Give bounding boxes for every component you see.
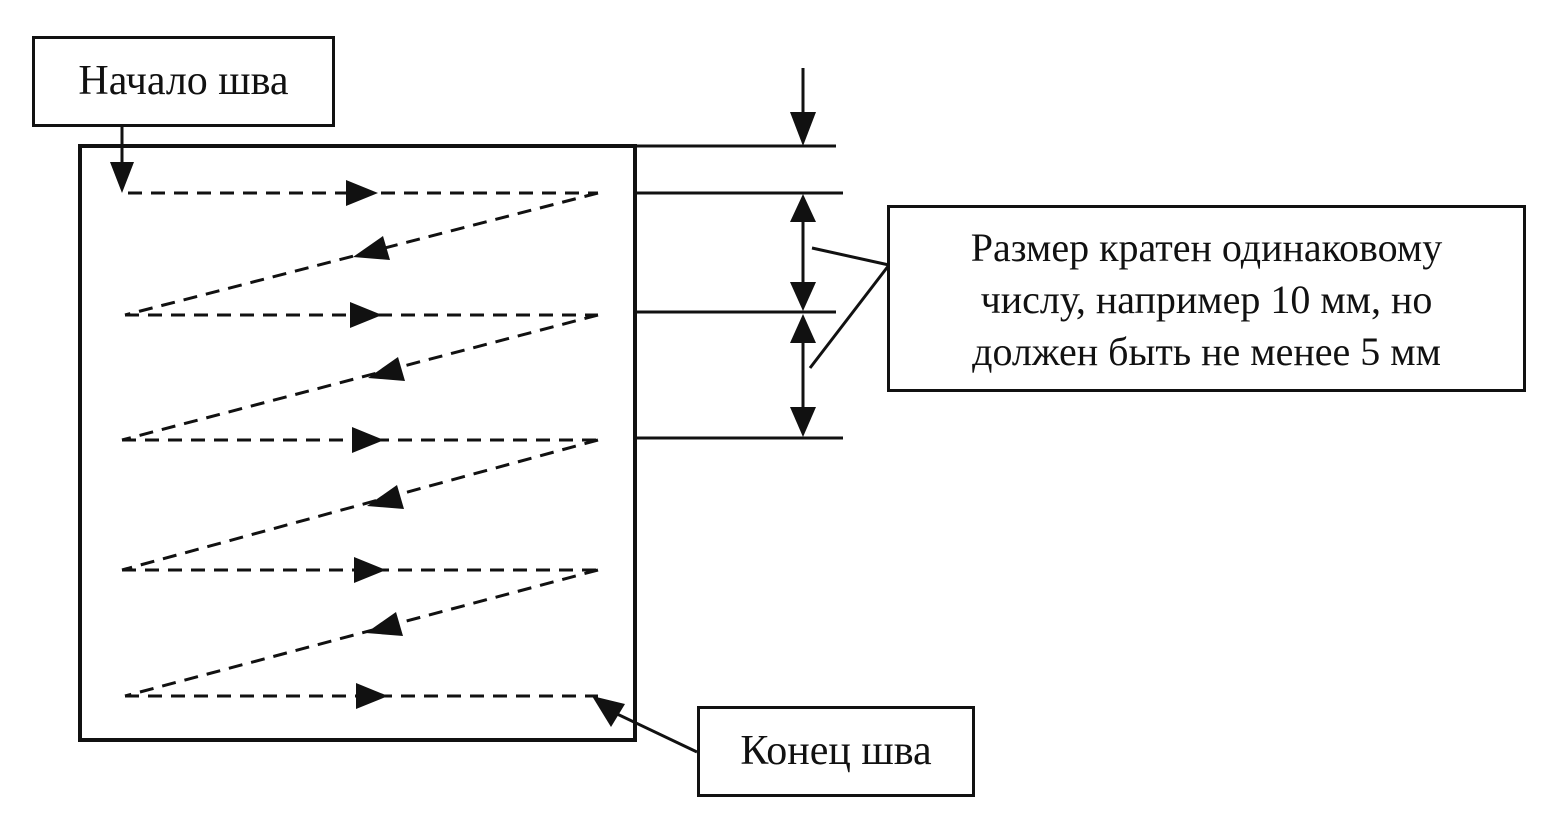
direction-arrow-left-2	[368, 357, 405, 381]
direction-arrow-right-5	[356, 683, 388, 709]
dimension-arrowheads	[790, 112, 816, 437]
weld-pass-return-2	[121, 313, 599, 442]
seam-start-label: Начало шва	[32, 36, 335, 127]
dimension-2-arrow-down	[790, 407, 816, 437]
dimension-2-arrow-up	[790, 314, 816, 343]
size-note-leader-lines	[808, 246, 891, 369]
top-thickness-arrowhead	[790, 112, 816, 146]
direction-arrow-left-1	[353, 236, 390, 260]
size-note-line-3: должен быть не менее 5 мм	[972, 329, 1441, 374]
direction-arrow-left-4	[366, 612, 403, 636]
direction-arrow-left-3	[367, 485, 404, 509]
weld-pass-return-1	[124, 191, 599, 317]
direction-arrow-right-3	[352, 427, 384, 453]
seam-end-leader	[592, 696, 698, 754]
size-note-label: Размер кратен одинаковому числу, наприме…	[887, 205, 1526, 392]
size-note-line-1: Размер кратен одинаковому	[970, 225, 1443, 270]
workpiece-plate	[78, 144, 637, 742]
direction-arrow-right-4	[354, 557, 386, 583]
seam-end-label: Конец шва	[697, 706, 975, 797]
direction-arrow-right-2	[350, 302, 382, 328]
dimension-1-arrow-down	[790, 282, 816, 311]
weld-direction-arrowheads	[346, 180, 405, 709]
dimension-1-arrow-up	[790, 194, 816, 222]
weld-pass-return-4	[124, 568, 599, 698]
dimension-lines	[637, 68, 843, 440]
weld-pass-return-3	[121, 438, 599, 572]
size-note-line-2: числу, например 10 мм, но	[980, 277, 1433, 322]
direction-arrow-right-1	[346, 180, 378, 206]
seam-start-pointer-arrow	[110, 127, 134, 193]
